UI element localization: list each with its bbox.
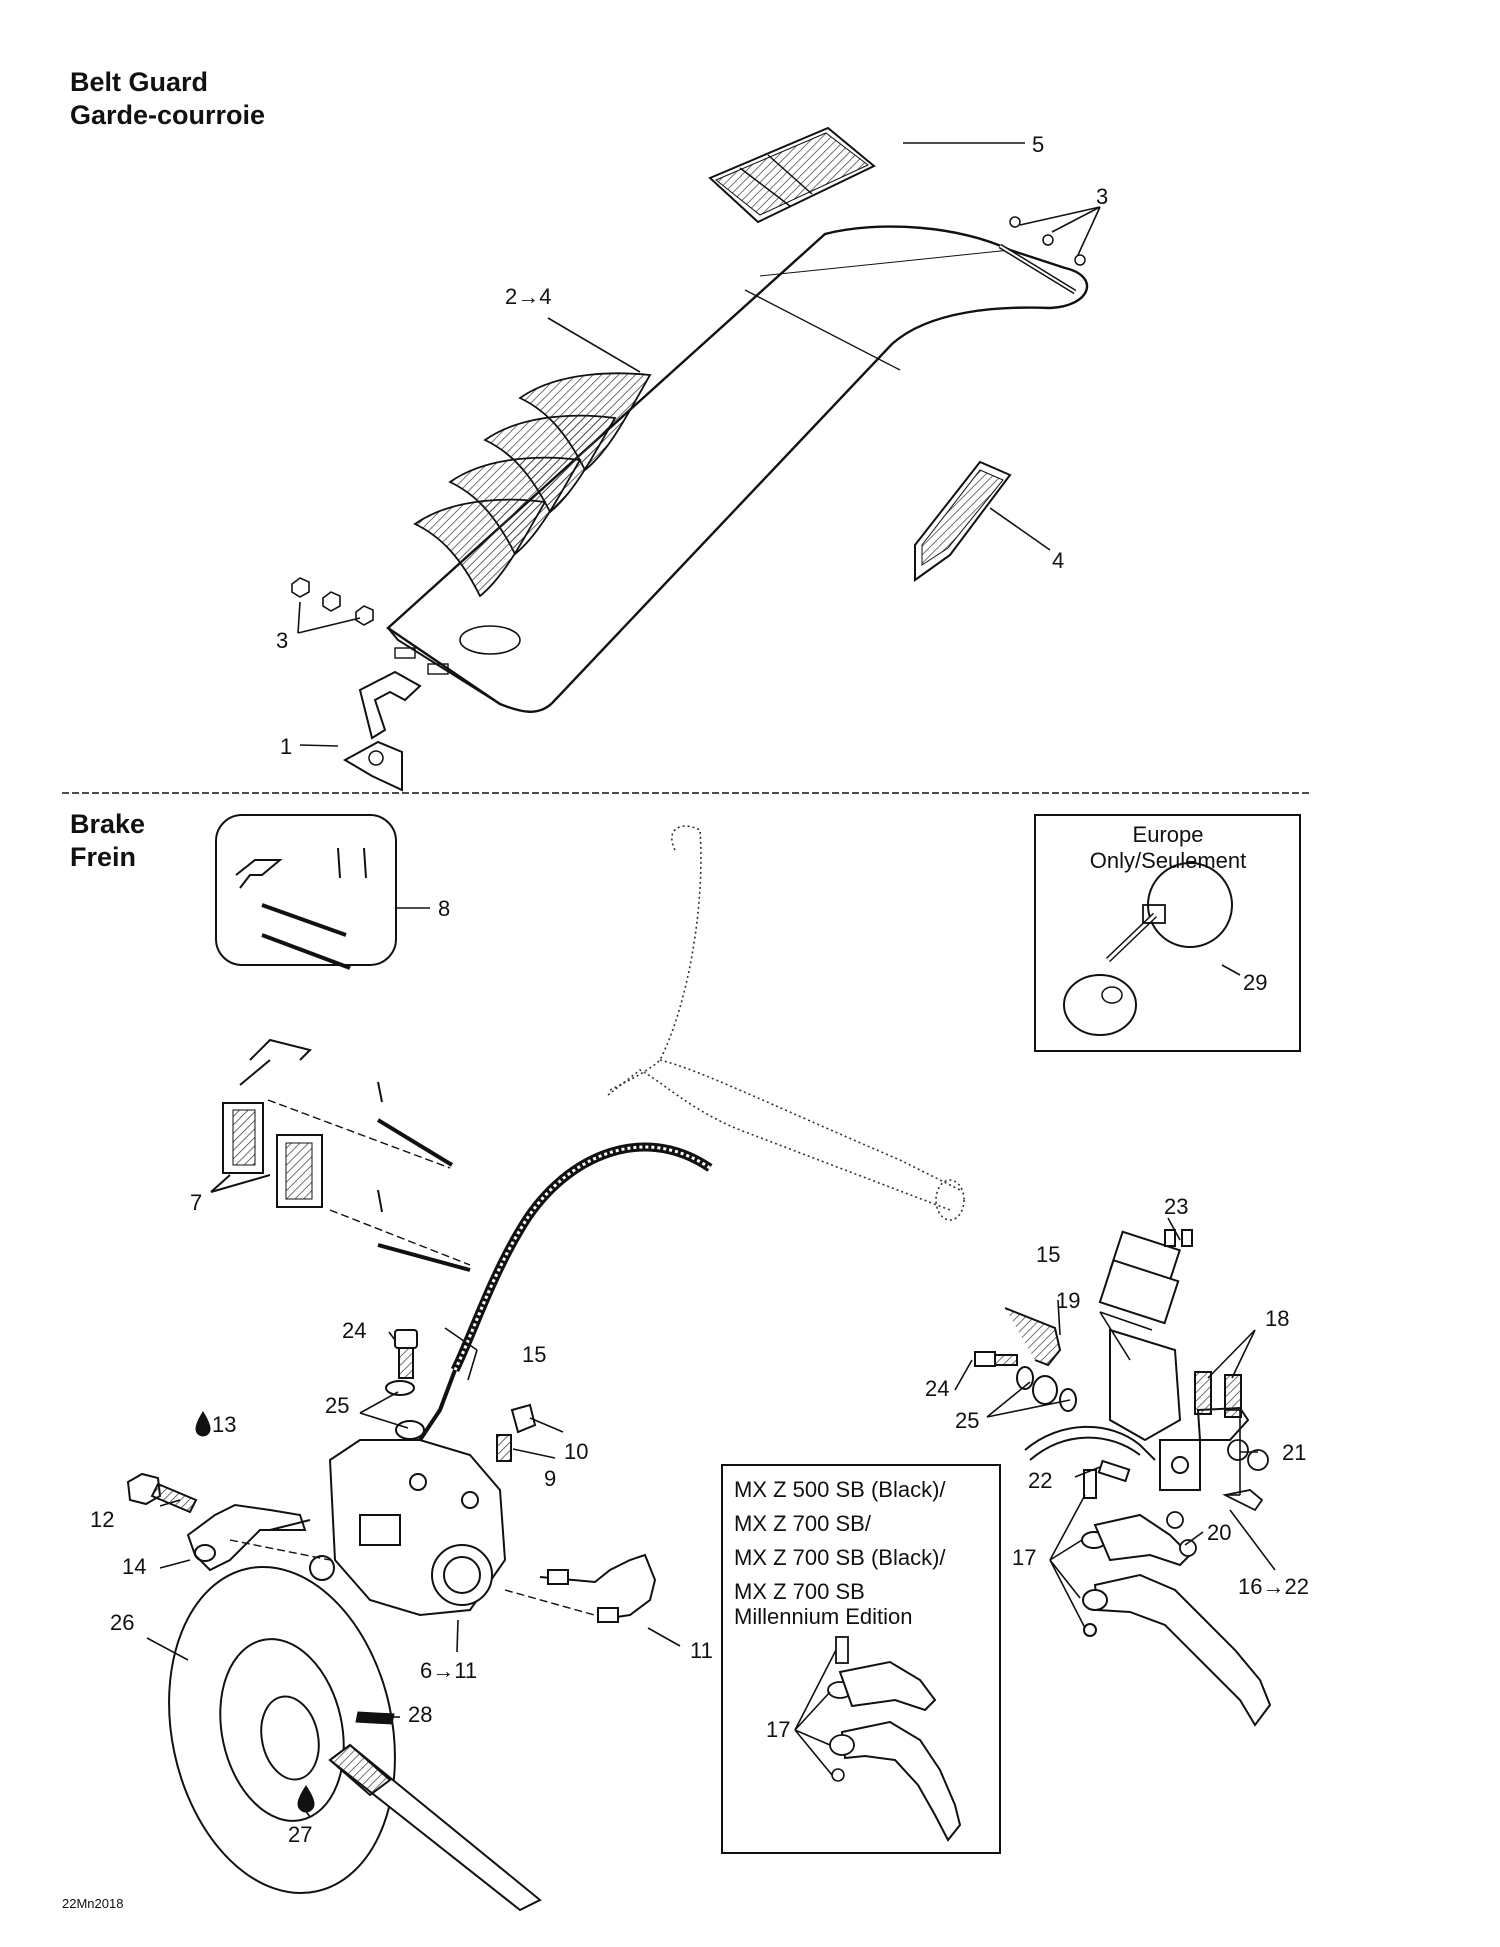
model-line-4: MX Z 700 SB (734, 1579, 865, 1604)
reference-code: 22Mn2018 (62, 1896, 124, 1911)
brake-hose-part-15 (418, 1142, 713, 1442)
callout-11: 11 (690, 1638, 713, 1663)
handlebar (607, 825, 965, 1221)
model-line-1: MX Z 500 SB (Black)/ (734, 1477, 946, 1502)
callout-15-right: 15 (1036, 1242, 1060, 1267)
belt-guard-part-2 (386, 225, 1089, 713)
callout-2-4: 2→4 (505, 284, 551, 309)
decal-part-4 (914, 460, 1012, 582)
belt-guard-title: Belt Guard Garde-courroie (70, 66, 265, 132)
callout-6-11: 6→11 (420, 1658, 477, 1683)
brake-pads-part-7 (210, 1038, 471, 1272)
callout-15-left: 15 (522, 1342, 546, 1367)
model-line-2: MX Z 700 SB/ (734, 1511, 872, 1536)
callout-17: 17 (1012, 1545, 1036, 1570)
brake-lever-part-17 (1081, 1469, 1272, 1727)
cap-part-10 (510, 1403, 537, 1434)
model-line-5: Millennium Edition (734, 1604, 913, 1629)
belt-guard-leaders (297, 142, 1101, 747)
brake-leaders (146, 1217, 1276, 1818)
callout-28: 28 (408, 1702, 432, 1727)
bracket-part-1 (342, 670, 422, 792)
callout-29: 29 (1243, 970, 1267, 995)
callout-16-22: 16→22 (1238, 1574, 1309, 1599)
europe-line-1: Europe (1133, 822, 1204, 847)
callout-13: 13 (212, 1412, 236, 1437)
callout-26: 26 (110, 1610, 134, 1635)
callout-24-right: 24 (925, 1376, 949, 1401)
fitting-part-15-right (974, 1307, 1077, 1412)
bracket-part-14 (186, 1503, 331, 1572)
nuts-part-20 (1166, 1511, 1197, 1557)
model-box (721, 1464, 1001, 1854)
switch-cable-part-22 (1024, 1425, 1156, 1483)
callout-21: 21 (1282, 1440, 1306, 1465)
key-part-28 (355, 1711, 395, 1725)
callout-19: 19 (1056, 1288, 1080, 1313)
banjo-bolt-left-part-24 (385, 1329, 425, 1440)
bleeder-part-9 (496, 1434, 512, 1462)
master-cylinder-part-16 (1098, 1229, 1250, 1491)
callout-5: 5 (1032, 132, 1044, 157)
caliper-part-6 (309, 1439, 507, 1617)
callout-22: 22 (1028, 1468, 1052, 1493)
brake-line-part-11 (504, 1553, 657, 1623)
callout-12: 12 (90, 1507, 114, 1532)
callout-23: 23 (1164, 1194, 1188, 1219)
clip-part-21 (1222, 1439, 1269, 1512)
callout-9: 9 (544, 1466, 556, 1491)
callout-7: 7 (190, 1190, 202, 1215)
belt-guard-title-en: Belt Guard (70, 67, 209, 97)
callout-17-box: 17 (766, 1717, 790, 1742)
decal-part-5 (708, 126, 876, 224)
callout-25-left: 25 (325, 1393, 349, 1418)
europe-line-2: Only/Seulement (1090, 848, 1247, 873)
callout-18: 18 (1265, 1306, 1289, 1331)
callout-20: 20 (1207, 1520, 1231, 1545)
bolt-part-12 (126, 1472, 198, 1514)
brake-title-en: Brake (70, 809, 146, 839)
pin-kit-box-part-8 (215, 814, 430, 970)
callout-24-left: 24 (342, 1318, 366, 1343)
brake-title-fr: Frein (70, 842, 137, 872)
callout-8: 8 (438, 896, 450, 921)
callout-14: 14 (122, 1554, 146, 1579)
model-line-3: MX Z 700 SB (Black)/ (734, 1545, 946, 1570)
callout-27: 27 (288, 1822, 312, 1847)
brake-title: Brake Frein (70, 808, 145, 874)
brake-disc-part-26 (168, 1565, 396, 1895)
shaft (328, 1743, 542, 1912)
threadlocker-drop-13 (195, 1411, 211, 1437)
callout-10: 10 (564, 1439, 588, 1464)
europe-box (1034, 814, 1301, 1052)
callout-4: 4 (1052, 548, 1064, 573)
guard-rod (998, 243, 1077, 295)
callout-25-right: 25 (955, 1408, 979, 1433)
nuts-part-3-left (291, 577, 374, 626)
callout-3-top: 3 (1096, 184, 1108, 209)
nuts-part-3-top (1009, 216, 1086, 266)
belt-guard-drawing (291, 126, 1101, 792)
belt-guard-title-fr: Garde-courroie (70, 100, 266, 130)
callout-1: 1 (280, 734, 292, 759)
callout-3-left: 3 (276, 628, 288, 653)
